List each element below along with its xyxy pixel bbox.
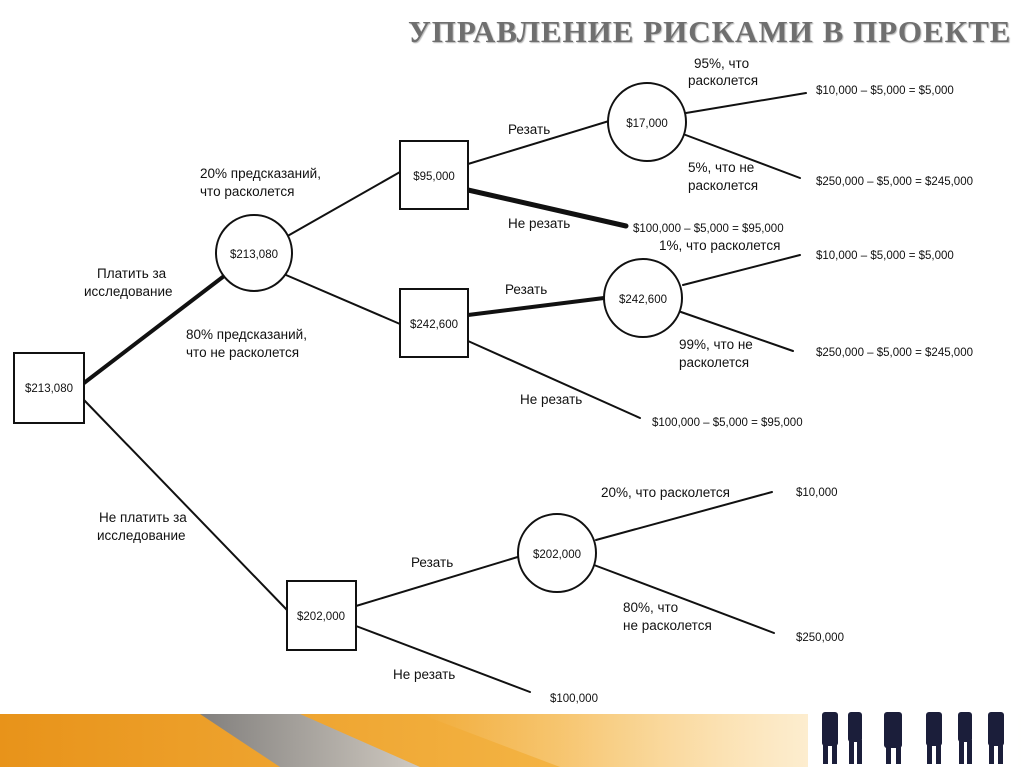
node-value-noresearch-cut: $202,000 (533, 549, 581, 561)
person-silhouette-icon (848, 712, 862, 764)
person-silhouette-icon (822, 712, 838, 764)
node-value-crack-cut: $17,000 (626, 118, 668, 130)
node-value-nocrack-decision: $242,600 (410, 319, 458, 331)
branch-p80 (593, 564, 775, 634)
person-silhouette-icon (958, 712, 972, 764)
branch-no-pay-research (83, 399, 288, 611)
branch-p95 (685, 92, 807, 114)
outcome-9: $100,000 (550, 693, 598, 705)
decision-node-crack (399, 140, 469, 210)
node-value-forecast: $213,080 (230, 249, 278, 261)
branch-pred-crack (283, 171, 401, 239)
label-no-cut-2: Не резать (520, 392, 582, 407)
decision-node-nocrack (399, 288, 469, 358)
decision-node-root (13, 352, 85, 424)
label-no-cut-3: Не резать (393, 667, 455, 682)
node-value-noresearch-decision: $202,000 (297, 611, 345, 623)
branch-p20 (595, 491, 773, 541)
branch-cut-1 (467, 120, 610, 165)
label-pay-research: Платить за исследование (84, 266, 173, 299)
outcome-1: $10,000 – $5,000 = $5,000 (816, 85, 954, 97)
decision-tree: $213,080 $213,080 $95,000 $242,600 $17,0… (13, 56, 973, 705)
branch-p1 (682, 254, 801, 286)
outcome-5: $250,000 – $5,000 = $245,000 (816, 347, 973, 359)
person-silhouette-icon (988, 712, 1004, 764)
branch-no-cut-2 (467, 340, 641, 419)
branch-p99 (680, 311, 794, 352)
branch-cut-2 (466, 296, 606, 317)
chance-node-forecast (215, 214, 293, 292)
branch-pay-research (82, 271, 230, 385)
label-p5: 5%, что не расколется (688, 160, 758, 193)
outcome-3: $100,000 – $5,000 = $95,000 (633, 223, 784, 235)
label-p95: 95%, что расколется (688, 56, 758, 88)
label-no-cut-1: Не резать (508, 216, 570, 231)
node-value-crack-decision: $95,000 (413, 171, 455, 183)
slide-title: УПРАВЛЕНИЕ РИСКАМИ В ПРОЕКТЕ (408, 14, 1012, 49)
node-value-root: $213,080 (25, 383, 73, 395)
label-p99: 99%, что не расколется (679, 337, 757, 370)
label-no-pay-research: Не платить за исследование (97, 510, 191, 543)
branch-cut-3 (355, 555, 522, 607)
people-logo (808, 710, 1018, 767)
chance-node-noresearch-cut (517, 513, 597, 593)
branch-no-cut-3 (355, 625, 531, 693)
chance-node-nocrack-cut (603, 258, 683, 338)
node-value-nocrack-cut: $242,600 (619, 294, 667, 306)
chance-node-crack-cut (607, 82, 687, 162)
person-silhouette-icon (884, 712, 902, 764)
outcome-2: $250,000 – $5,000 = $245,000 (816, 176, 973, 188)
label-pred-crack: 20% предсказаний, что расколется (200, 166, 325, 199)
branch-no-cut-1 (465, 187, 629, 229)
branch-p5 (682, 133, 801, 179)
label-p1: 1%, что расколется (659, 238, 780, 253)
footer-gray-wedge (200, 714, 420, 767)
outcome-6: $100,000 – $5,000 = $95,000 (652, 417, 803, 429)
label-p80: 80%, что не расколется (623, 600, 712, 633)
label-cut-3: Резать (411, 555, 453, 570)
outcome-7: $10,000 (796, 487, 838, 499)
label-cut-1: Резать (508, 122, 550, 137)
outcome-8: $250,000 (796, 632, 844, 644)
label-p20: 20%, что расколется (601, 485, 730, 500)
person-silhouette-icon (926, 712, 942, 764)
label-pred-nocrack: 80% предсказаний, что не расколется (186, 327, 311, 360)
branch-pred-nocrack (278, 271, 401, 325)
outcome-4: $10,000 – $5,000 = $5,000 (816, 250, 954, 262)
decision-node-noresearch (286, 580, 357, 651)
label-cut-2: Резать (505, 282, 547, 297)
